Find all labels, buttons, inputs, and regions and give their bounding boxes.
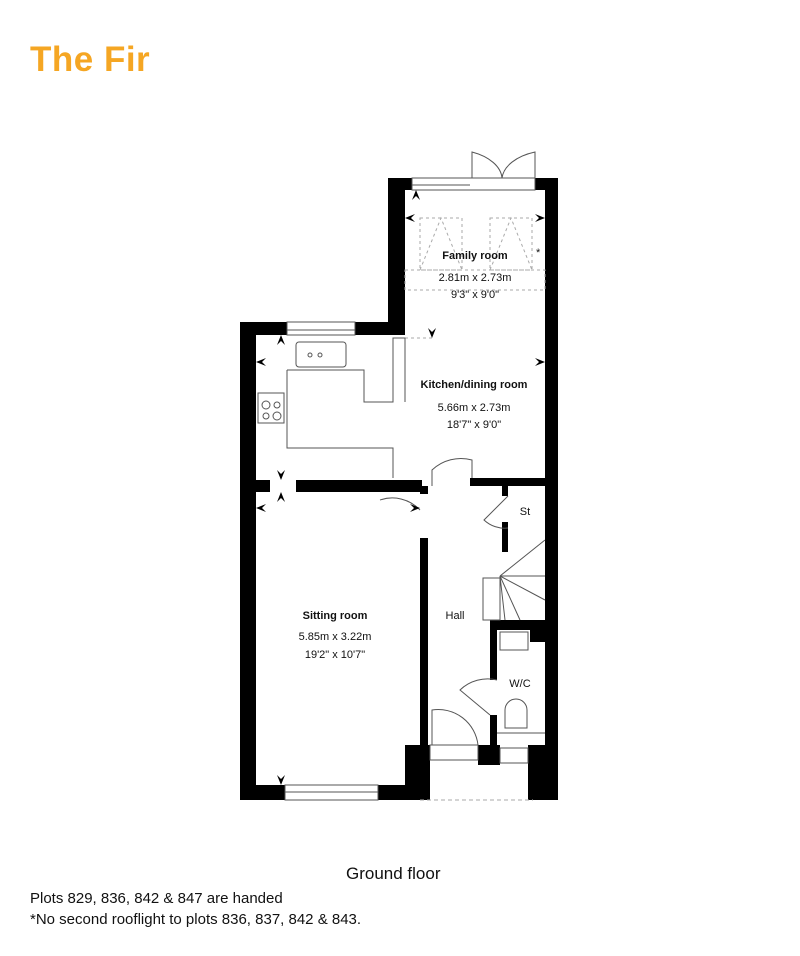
wc-name: W/C <box>509 678 530 690</box>
rooflight-asterisk: * <box>536 247 541 259</box>
family-room-imperial: 9'3" x 9'0" <box>451 289 499 301</box>
kitchen-name: Kitchen/dining room <box>421 379 528 391</box>
hall-name: Hall <box>446 610 465 622</box>
kitchen-metric: 5.66m x 2.73m <box>438 402 511 414</box>
room-labels: Family room 2.81m x 2.73m 9'3" x 9'0" * … <box>299 247 541 690</box>
fixtures <box>257 151 546 801</box>
kitchen-imperial: 18'7" x 9'0" <box>447 419 501 431</box>
family-room-name: Family room <box>442 250 508 262</box>
walls <box>240 178 558 800</box>
sitting-room-name: Sitting room <box>303 610 368 622</box>
dimension-arrows <box>256 190 545 785</box>
sitting-room-imperial: 19'2" x 10'7" <box>305 649 365 661</box>
note-handed: Plots 829, 836, 842 & 847 are handed <box>30 890 283 907</box>
family-room-metric: 2.81m x 2.73m <box>439 272 512 284</box>
store-name: St <box>520 506 530 518</box>
plan-title: The Fir <box>30 40 151 79</box>
floor-label: Ground floor <box>346 864 441 883</box>
sitting-room-metric: 5.85m x 3.22m <box>299 631 372 643</box>
note-rooflight: *No second rooflight to plots 836, 837, … <box>30 911 362 928</box>
